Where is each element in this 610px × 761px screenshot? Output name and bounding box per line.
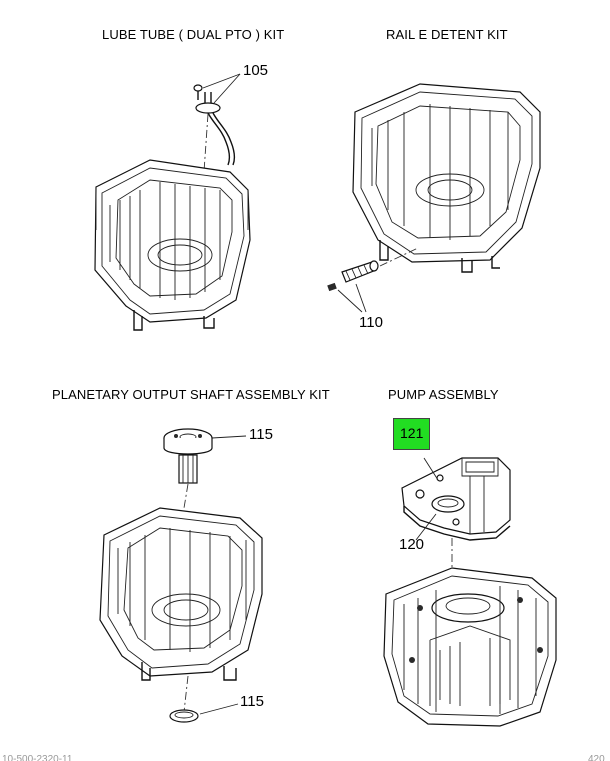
panel-title-planetary-output-shaft: PLANETARY OUTPUT SHAFT ASSEMBLY KIT bbox=[52, 387, 330, 402]
leader-line-105a bbox=[202, 73, 241, 89]
footer-page-number: 420 bbox=[588, 754, 605, 761]
leader-line-105b bbox=[213, 73, 241, 104]
callout-120: 120 bbox=[399, 536, 425, 553]
rail-e-detent-kit-drawing bbox=[327, 83, 541, 313]
leader-line-110b bbox=[337, 289, 363, 313]
leader-line-115a bbox=[211, 435, 247, 439]
callout-121-highlighted[interactable]: 121 bbox=[393, 418, 431, 450]
leader-line-121 bbox=[423, 457, 439, 481]
callout-115-shaft: 115 bbox=[249, 426, 273, 443]
panel-title-lube-tube: LUBE TUBE ( DUAL PTO ) KIT bbox=[102, 27, 285, 42]
callout-115-seal: 115 bbox=[240, 693, 264, 710]
leader-line-110a bbox=[355, 283, 367, 313]
lube-tube-kit-drawing bbox=[94, 73, 251, 331]
panel-title-pump-assembly: PUMP ASSEMBLY bbox=[388, 387, 499, 402]
planetary-output-shaft-drawing bbox=[99, 428, 263, 723]
callout-105: 105 bbox=[243, 62, 269, 79]
panel-title-rail-e-detent: RAIL E DETENT KIT bbox=[386, 27, 508, 42]
footer-doc-number: 10-500-2320-11 bbox=[2, 754, 73, 761]
pump-assembly-drawing bbox=[383, 457, 557, 727]
leader-line-120 bbox=[415, 513, 437, 541]
leader-line-115b bbox=[199, 703, 239, 715]
callout-110: 110 bbox=[359, 314, 383, 331]
